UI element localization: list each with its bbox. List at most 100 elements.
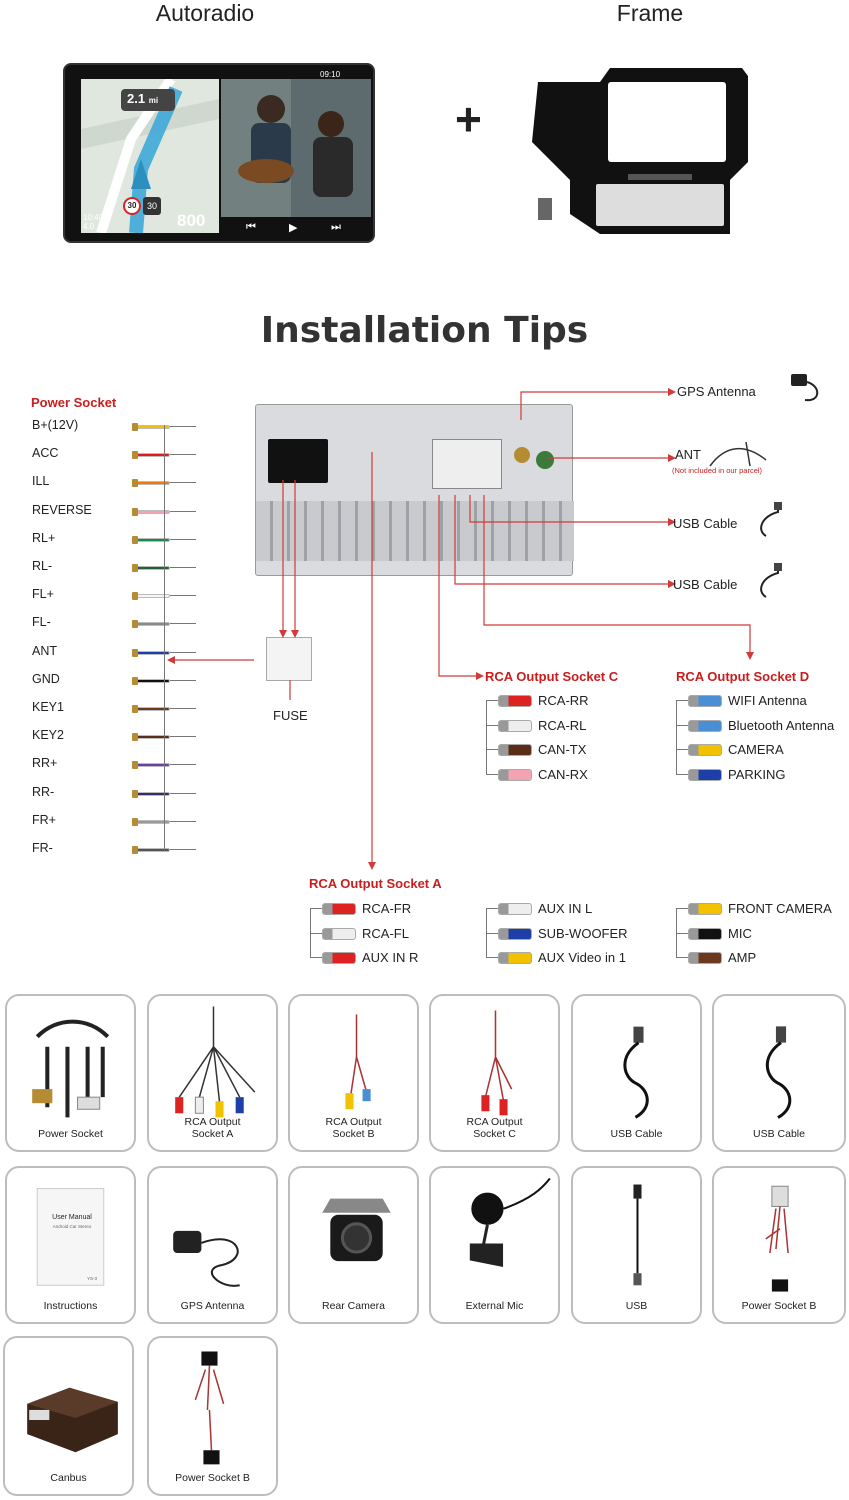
connector-lead [676, 700, 688, 701]
usb-cable-2-label: USB Cable [673, 577, 738, 592]
ant-port [536, 451, 554, 469]
connector-lead [486, 957, 498, 958]
wire-lead [170, 679, 196, 681]
accessory-label: USB Cable [753, 1128, 805, 1140]
counter-readout: 800 [177, 211, 206, 230]
connector-label: AUX IN L [538, 901, 593, 916]
wire-lead [170, 736, 196, 738]
power-wire-label: FR- [32, 841, 53, 855]
wire-terminal [132, 479, 138, 488]
ant-label: ANT [675, 447, 701, 462]
power-connector [268, 439, 328, 483]
connector-label: Bluetooth Antenna [728, 717, 835, 733]
accessory-image [173, 1230, 240, 1287]
rca-c-label: RCA Output Socket C [485, 669, 619, 684]
wire-lead [170, 623, 196, 625]
power-wire-row: RR+ [32, 754, 196, 774]
connector-label: AUX Video in 1 [538, 950, 626, 965]
power-wire-row: ILL [32, 472, 196, 492]
power-wire-row: KEY1 [32, 698, 196, 718]
connector-lead [486, 773, 498, 775]
wire-lead [170, 538, 196, 540]
accessory-card: Power Socket [5, 994, 136, 1152]
play-icon[interactable]: ▶ [289, 222, 298, 234]
leader-lines [167, 388, 754, 870]
usb-cable-1-icon [760, 502, 782, 537]
accessory-image [194, 1351, 225, 1465]
connector-lead [676, 932, 688, 934]
wire-lead [170, 849, 196, 850]
accessory-card: GPS Antenna [147, 1166, 278, 1324]
wire-terminal [132, 733, 138, 742]
accessory-label: USB [625, 1300, 648, 1312]
fuse-box [266, 637, 312, 681]
connector-label: PARKING [728, 766, 786, 782]
accessory-image [27, 1387, 118, 1453]
accessory-image [765, 1026, 792, 1119]
manual-code: YS-3 [87, 1276, 98, 1281]
wire-lead [170, 595, 196, 597]
accessory-card: USB Cable [571, 994, 702, 1152]
wire-terminal [132, 423, 138, 431]
accessory-image [469, 1177, 551, 1267]
wire-terminal [132, 592, 138, 601]
power-wire-label: FL+ [32, 587, 54, 602]
connector-label: RCA-FR [362, 901, 412, 916]
accessory-card: Power Socket B [147, 1336, 278, 1496]
rca-plug-icon [498, 719, 532, 732]
rca-plug-icon [688, 768, 722, 781]
accessory-label: Instructions [43, 1300, 98, 1312]
power-wire-row: KEY2 [32, 726, 196, 746]
power-wire-label: ILL [32, 474, 50, 489]
connector-label: CAN-RX [538, 766, 588, 782]
accessory-image [633, 1184, 642, 1286]
connector-lead [486, 724, 498, 726]
gps-antenna-label: GPS Antenna [677, 384, 756, 399]
accessory-label: Rear Camera [321, 1300, 386, 1312]
mounting-frame [532, 68, 748, 234]
accessory-label: Power Socket B [741, 1300, 817, 1312]
accessory-label: External Mic [465, 1300, 524, 1312]
wire-lead [170, 651, 196, 653]
distance-readout: 2.1 mi [127, 91, 159, 106]
plus-sign: + [455, 93, 482, 145]
power-wire-row: FL+ [32, 585, 196, 605]
connector-lead [676, 773, 688, 775]
power-wire-row: ANT [32, 642, 196, 662]
power-wire-row: RR- [32, 783, 196, 803]
accessory-image [32, 1019, 110, 1118]
power-wire-label: KEY1 [32, 700, 64, 714]
accessory-card: External Mic [429, 1166, 560, 1324]
rca-connector-block [432, 439, 502, 489]
power-wire-label: ACC [32, 446, 59, 461]
connector-lead [310, 957, 322, 958]
rca-plug-icon [498, 768, 532, 781]
rca-plug-icon [688, 952, 722, 964]
connector-label: WIFI Antenna [728, 693, 807, 708]
power-wire-row: ACC [32, 444, 196, 464]
rca-a-label: RCA Output Socket A [309, 876, 442, 891]
wire-terminal [132, 789, 138, 798]
manual-title: User Manual [52, 1214, 92, 1221]
accessory-card: Power Socket B [712, 1166, 846, 1324]
head-unit-back [255, 404, 574, 576]
accessory-image [765, 1185, 789, 1292]
connector-lead [486, 700, 498, 701]
connector-lead [676, 908, 688, 909]
power-wire-row: B+(12V) [32, 416, 196, 436]
accessory-label: Canbus [50, 1472, 87, 1484]
wire-lead [170, 792, 196, 794]
connector-label: AMP [728, 950, 757, 965]
wire-lead [170, 426, 196, 427]
previous-icon[interactable]: ⏮ [246, 221, 256, 233]
connector-lead [486, 749, 498, 750]
accessory-label: USB Cable [610, 1128, 663, 1140]
next-icon[interactable]: ⏭ [331, 221, 341, 233]
wire-terminal [132, 451, 138, 460]
wire-terminal [132, 846, 138, 854]
connector-lead [676, 749, 688, 750]
